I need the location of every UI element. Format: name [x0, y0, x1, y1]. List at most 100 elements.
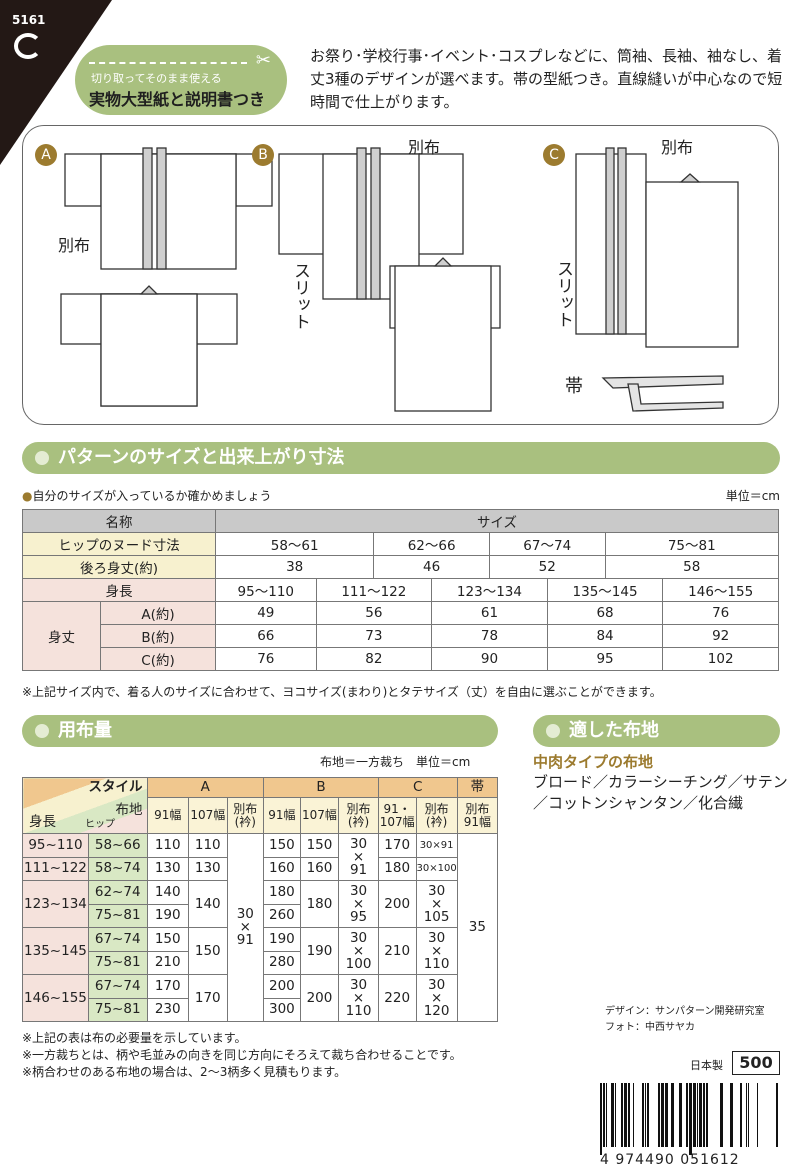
label-obi: 帯 — [565, 376, 583, 397]
row-header: A(約) — [100, 601, 216, 625]
table-cell: 260 — [263, 903, 301, 928]
style-group-header: 帯 — [456, 777, 499, 798]
hip-header: ヒップ — [85, 819, 115, 830]
label-slit-c: スリット — [553, 260, 573, 328]
table-cell: 84 — [546, 624, 664, 648]
table-cell: 210 — [146, 950, 189, 975]
height-cell: 123~134 — [22, 880, 89, 928]
barcode-bar — [679, 1083, 682, 1147]
fabric-width-header: 91幅 — [263, 797, 301, 834]
style-c-front — [575, 147, 647, 335]
hip-cell: 75~81 — [87, 950, 148, 975]
table-cell: 160 — [263, 856, 301, 881]
fabric-width-header: 別布 91幅 — [456, 797, 499, 834]
barcode-bar — [730, 1083, 733, 1147]
barcode-bar — [633, 1083, 634, 1147]
hip-cell: 75~81 — [87, 903, 148, 928]
table-cell: 68 — [546, 601, 664, 625]
row-header: C(約) — [100, 647, 216, 671]
style-c-badge: C — [543, 144, 565, 166]
table-cell: 230 — [146, 997, 189, 1022]
hip-cell: 58~74 — [87, 856, 148, 881]
barcode-bar — [746, 1083, 747, 1147]
table-cell: 180 — [299, 880, 340, 928]
table-cell: 180 — [263, 880, 301, 905]
barcode-bar — [697, 1083, 698, 1147]
table-cell: 75〜81 — [604, 532, 780, 556]
table-cell: 135〜145 — [546, 578, 664, 602]
brand-logo — [14, 33, 42, 59]
table-cell: 130 — [146, 856, 189, 881]
table-cell: 92 — [662, 624, 779, 648]
table-cell: 111〜122 — [315, 578, 433, 602]
label-slit-b: スリット — [290, 262, 310, 330]
table-cell: 56 — [315, 601, 433, 625]
barcode-bar — [661, 1083, 664, 1147]
size-section-header: パターンのサイズと出来上がり寸法 — [22, 442, 780, 474]
table-cell: 170 — [187, 974, 228, 1022]
table-cell: 200 — [263, 974, 301, 999]
table-cell: 123〜134 — [431, 578, 548, 602]
photo-credit: フォト：中西サヤカ — [605, 1022, 695, 1033]
size-note: ●自分のサイズが入っているか確かめましょう — [22, 487, 272, 504]
size-footnote: ※上記サイズ内で、着る人のサイズに合わせて、ヨコサイズ(まわり)とタテサイズ（丈… — [22, 685, 662, 699]
style-a-badge: A — [35, 144, 57, 166]
table-cell: 180 — [377, 856, 417, 881]
cut-line — [89, 62, 247, 64]
barcode-number: 4 974490 051612 — [600, 1152, 740, 1168]
barcode-bar — [748, 1083, 749, 1147]
suitable-line-2: ／コットンシャンタン／化合繊 — [533, 794, 744, 812]
intro-text: お祭り･学校行事･イベント･コスプレなどに、筒袖、長袖、袖なし、着丈3種のデザイ… — [310, 47, 783, 111]
barcode — [600, 1083, 778, 1155]
row-header: 身長 — [22, 578, 216, 602]
barcode-bar — [740, 1083, 742, 1147]
table-cell: 67〜74 — [488, 532, 606, 556]
table-cell: 200 — [377, 880, 417, 928]
table-cell: 102 — [662, 647, 779, 671]
table-cell: 200 — [299, 974, 340, 1022]
barcode-bar — [699, 1083, 702, 1147]
style-group-header: C — [377, 777, 458, 798]
barcode-bar — [611, 1083, 614, 1147]
garment-illustrations — [60, 147, 739, 412]
table-cell: 73 — [315, 624, 433, 648]
label-bessfu-b: 別布 — [408, 138, 441, 157]
badge-title: 実物大型紙と説明書つき — [89, 90, 266, 109]
suitable-line-1: ブロード／カラーシーチング／サテン — [533, 773, 788, 791]
row-header: B(約) — [100, 624, 216, 648]
barcode-bar — [615, 1083, 616, 1147]
collar-cell: 30 × 110 — [338, 974, 379, 1022]
barcode-bar — [600, 1083, 602, 1155]
row-header: ヒップのヌード寸法 — [22, 532, 216, 556]
barcode-bar — [645, 1083, 646, 1147]
table-cell: 190 — [263, 927, 301, 952]
barcode-bar — [693, 1083, 696, 1147]
fabric-width-header: 別布 (衿) — [415, 797, 458, 834]
scissors-icon: ✂ — [255, 50, 271, 71]
size-note-text: 自分のサイズが入っているか確かめましょう — [32, 489, 272, 503]
barcode-bar — [647, 1083, 649, 1147]
style-header: スタイル — [88, 779, 143, 795]
product-code: 5161 — [12, 13, 46, 27]
table-cell: 110 — [187, 833, 228, 858]
collar-cell: 30 × 95 — [338, 880, 379, 928]
suitable-fabric-header: 適した布地 — [533, 715, 780, 747]
table-cell: 82 — [315, 647, 433, 671]
style-group-header: A — [146, 777, 265, 798]
table-cell: 58〜61 — [214, 532, 375, 556]
table-cell: 210 — [377, 927, 417, 975]
table-cell: 110 — [146, 833, 189, 858]
style-group-header: B — [263, 777, 379, 798]
fabric-width-header: 91・ 107幅 — [377, 797, 417, 834]
collar-cell: 30 × 105 — [415, 880, 458, 928]
table-cell: 150 — [263, 833, 301, 858]
obi-belt — [601, 375, 724, 412]
